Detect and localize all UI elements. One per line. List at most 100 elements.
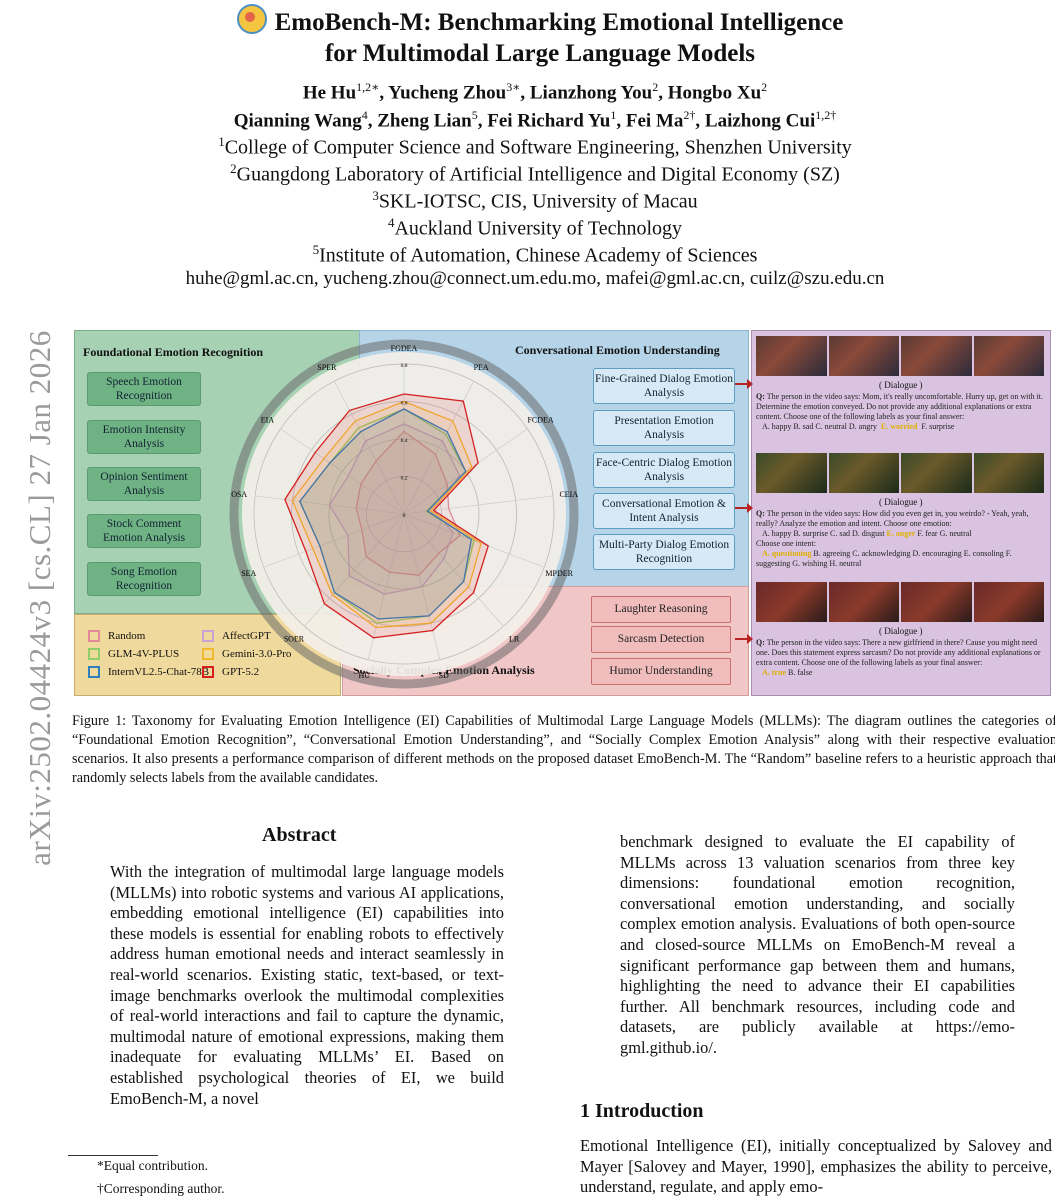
radar-tick-label: 0.2 [401, 476, 408, 482]
affiliation-line: 2Guangdong Laboratory of Artificial Inte… [230, 161, 840, 186]
radar-axis-label: PEA [474, 363, 489, 372]
legend-swatch [88, 630, 100, 642]
figure-1: Foundational Emotion Recognition Convers… [74, 330, 1051, 696]
radar-tick-label: 0 [403, 513, 406, 519]
title-line-2: for Multimodal Large Language Models [324, 40, 756, 67]
arrow-1 [735, 379, 753, 389]
authors-line-2: Qianning Wang4, Zheng Lian5, Fei Richard… [233, 108, 837, 132]
arrow-3 [735, 634, 753, 644]
legend-swatch [88, 666, 100, 678]
example3-question: Q: The person in the video says: There a… [756, 638, 1041, 677]
radar-tick-label: 0.4 [401, 438, 408, 444]
arxiv-identifier: arXiv:2502.04424v3 [cs.CL] 27 Jan 2026 [22, 330, 57, 866]
legend-entry: AffectGPT [202, 630, 271, 642]
radar-axis-label: MPDER [545, 569, 573, 578]
author-affiliation-mark: 3∗ [506, 80, 521, 94]
radar-chart: FGDEAPEAFCDEACEIAMPDERLRSDHUSOERSEAOSAEI… [229, 339, 579, 689]
scenario-foundational: Stock Comment Emotion Analysis [87, 514, 201, 548]
radar-tick-label: 0.6 [401, 401, 408, 407]
author-affiliation-mark: 1,2† [815, 108, 837, 122]
author-name: Fei Richard Yu [487, 110, 611, 132]
radar-axis-label: FCDEA [527, 416, 553, 425]
abstract-right-column: benchmark designed to evaluate the EI ca… [620, 832, 1015, 1057]
caption-label: Figure 1: [72, 713, 127, 729]
foundational-title: Foundational Emotion Recognition [83, 345, 264, 359]
authors-line-1: He Hu1,2∗, Yucheng Zhou3∗, Lianzhong You… [302, 80, 768, 104]
example1-dialogue: ( Dialogue ) [879, 380, 923, 390]
footnote-rule [68, 1155, 158, 1156]
radar-series [299, 408, 473, 620]
legend-entry: GLM-4V-PLUS [88, 648, 179, 660]
radar-axis-label: OSA [231, 490, 247, 499]
example2-question: Q: The person in the video says: How did… [756, 509, 1029, 568]
example2-dialogue: ( Dialogue ) [879, 497, 923, 507]
author-affiliation-mark: 2 [761, 80, 768, 94]
example1-question: Q: The person in the video says: Mom, it… [756, 392, 1044, 431]
author-affiliation-mark: 2 [652, 80, 659, 94]
affiliation-line: 5Institute of Automation, Chinese Academ… [312, 242, 758, 267]
author-affiliation-mark: 4 [361, 108, 368, 122]
conversational-title: Conversational Emotion Understanding [515, 343, 720, 357]
author-name: Hongbo Xu [667, 82, 762, 104]
abstract-heading: Abstract [262, 824, 337, 846]
introduction-heading: 1 Introduction [580, 1100, 704, 1122]
footnote-equal-contribution: *Equal contribution. [97, 1158, 208, 1173]
introduction-text: Emotional Intelligence (EI), initially c… [580, 1136, 1052, 1197]
author-emails: huhe@gml.ac.cn, yucheng.zhou@connect.um.… [185, 268, 885, 289]
legend-entry: Gemini-3.0-Pro [202, 648, 291, 660]
examples-panel [751, 330, 1051, 696]
radar-axis-label: CEIA [559, 490, 578, 499]
scenario-conversational: Face-Centric Dialog Emotion Analysis [593, 452, 735, 488]
radar-axis-label: HU [358, 671, 370, 680]
scenario-conversational: Conversational Emotion & Intent Analysis [593, 493, 735, 529]
scenario-foundational: Emotion Intensity Analysis [87, 420, 201, 454]
arrow-2 [735, 503, 753, 513]
author-name: Laizhong Cui [704, 110, 816, 132]
scenario-conversational: Presentation Emotion Analysis [593, 410, 735, 446]
legend-entry: GPT-5.2 [202, 666, 259, 678]
affiliation-line: 4Auckland University of Technology [387, 215, 683, 240]
radar-axis-label: SPER [317, 363, 337, 372]
scenario-foundational: Song Emotion Recognition [87, 562, 201, 596]
scenario-foundational: Speech Emotion Recognition [87, 372, 201, 406]
arxiv-sidebar: arXiv:2502.04424v3 [cs.CL] 27 Jan 2026 [0, 240, 57, 960]
scenario-social: Laughter Reasoning [591, 596, 731, 623]
radar-tick-label: 0.8 [401, 363, 408, 369]
radar-axis-label: SOER [284, 634, 305, 643]
legend-entry: Random [88, 630, 145, 642]
caption-text: Taxonomy for Evaluating Emotion Intellig… [72, 713, 1055, 786]
abstract-left-column: With the integration of multimodal large… [110, 862, 504, 1108]
example2-frames [756, 453, 1044, 493]
scenario-social: Sarcasm Detection [591, 626, 731, 653]
emoji-brain-icon [236, 4, 267, 34]
author-affiliation-mark: 5 [471, 108, 478, 122]
radar-series [355, 430, 461, 576]
scenario-social: Humor Understanding [591, 658, 731, 685]
legend-swatch [202, 666, 214, 678]
author-name: Lianzhong You [529, 82, 653, 104]
author-name: Zheng Lian [377, 110, 472, 132]
scenario-conversational: Fine-Grained Dialog Emotion Analysis [593, 368, 735, 404]
radar-axis-label: SEA [241, 569, 256, 578]
title-line-1: EmoBench-M: Benchmarking Emotional Intel… [274, 9, 844, 36]
scenario-foundational: Opinion Sentiment Analysis [87, 467, 201, 501]
affiliation-line: 1College of Computer Science and Softwar… [218, 134, 852, 159]
author-affiliation-mark: 2† [683, 108, 696, 122]
figure-caption: Figure 1: Taxonomy for Evaluating Emotio… [72, 712, 1055, 788]
radar-series [284, 393, 489, 639]
author-affiliation-mark: 1 [610, 108, 617, 122]
radar-axis-label: LR [509, 634, 520, 643]
radar-axis-label: EIA [261, 416, 275, 425]
author-name: Yucheng Zhou [388, 82, 507, 104]
example3-dialogue: ( Dialogue ) [879, 626, 923, 636]
example1-frames [756, 336, 1044, 376]
affiliation-line: 3SKL-IOTSC, CIS, University of Macau [372, 188, 698, 213]
radar-axis-label: FGDEA [391, 344, 418, 353]
radar-series [291, 400, 482, 629]
example3-frames [756, 582, 1044, 622]
scenario-conversational: Multi-Party Dialog Emotion Recognition [593, 534, 735, 570]
legend-swatch [202, 648, 214, 660]
author-affiliation-mark: 1,2∗ [356, 80, 380, 94]
author-name: Qianning Wang [233, 110, 362, 132]
legend-entry: InternVL2.5-Chat-78B [88, 666, 209, 678]
